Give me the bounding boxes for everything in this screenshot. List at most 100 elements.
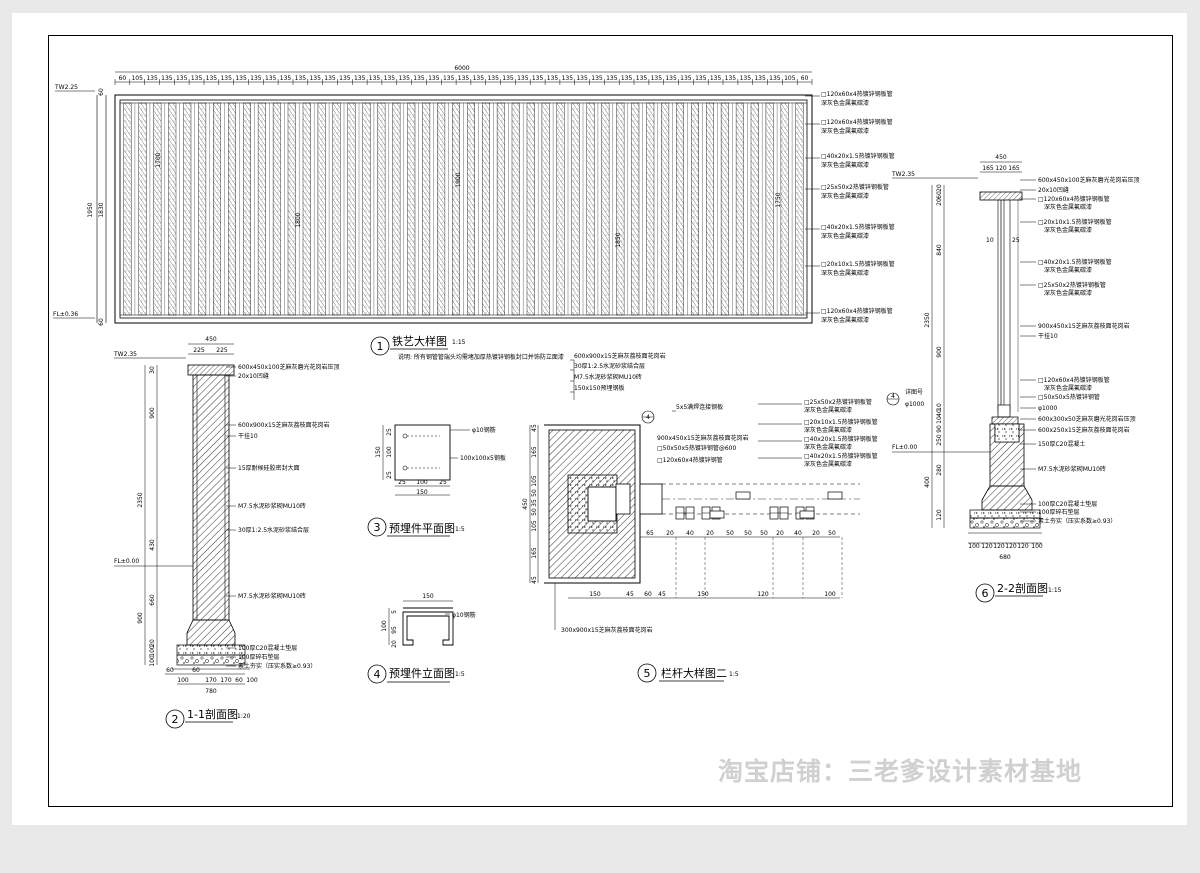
drawing-title: 2-2剖面图 (997, 581, 1048, 595)
fence-callout-finish: 深灰色金属氟碳漆 (821, 192, 869, 200)
fence-callout: □120x60x4热镀锌钢板管 (821, 90, 893, 98)
railing-callout-mid: □50x50x5热镀锌钢管@600 (657, 444, 736, 452)
fence-bar (526, 102, 535, 316)
fence-bar (765, 102, 774, 316)
section-callout: 100厚C20混凝土垫层 (1038, 500, 1097, 508)
left-dim-label: 10 (936, 403, 943, 411)
fence-bar (452, 102, 460, 316)
spacing-label: 135 (695, 75, 707, 82)
bar-height-label: 1750 (775, 192, 782, 207)
fence-bar (347, 102, 356, 316)
embed-elevation-drawing: 150 100 5 95 20 φ10钢筋 4 预埋件立面图 1:5 (367, 593, 476, 684)
fence-bar (482, 102, 490, 316)
railing-callout-right: □40x20x1.5热镀锌钢板管 (804, 452, 878, 460)
spacing-label: 60 (119, 75, 127, 82)
dim-95: 95 (391, 626, 398, 634)
drawing-scale: 1:5 (729, 671, 739, 678)
section-marker-number: 4 (646, 414, 650, 421)
bar-height-label: 1850 (615, 232, 622, 247)
top-rail-cap (979, 191, 1023, 201)
dim-2350: 2350 (137, 492, 144, 507)
fence-bar (691, 102, 699, 316)
dim-20: 20 (391, 640, 398, 648)
gap-dim-label: 20 (706, 530, 714, 537)
drawing-title: 栏杆大样图二 (661, 666, 727, 680)
spacing-label: 135 (576, 75, 588, 82)
overall-width-label: 6000 (454, 65, 469, 72)
bottom-dim-label: 120 (981, 543, 993, 550)
title-number-circle (637, 663, 657, 683)
footing (186, 619, 236, 646)
left-dim-label: 120 (936, 509, 943, 521)
spacing-label: 135 (636, 75, 648, 82)
fence-bar (467, 102, 475, 316)
dim-100b: 100 (149, 655, 156, 667)
spacing-label: 135 (547, 75, 559, 82)
level-fl: FL±0.36 (53, 311, 78, 318)
section-callout: 100厚碎石垫层 (238, 653, 279, 661)
bottom-dim-label: 100 (1031, 543, 1043, 550)
railing-callout-top: M7.5水泥砂浆砌MU10砖 (574, 373, 642, 381)
dim-900a: 900 (149, 407, 156, 419)
gap-dim-label: 20 (812, 530, 820, 537)
bottom-dim-label: 60 (192, 667, 200, 674)
level-tw: TW2.35 (113, 351, 137, 358)
title-number: 4 (374, 668, 381, 681)
fence-bar (720, 102, 729, 316)
callout-rebar: φ10钢筋 (452, 611, 476, 619)
left-dim-label: 250 (936, 434, 943, 446)
drawing-scale: 1:20 (237, 713, 251, 720)
top-dim-450: 450 (205, 336, 217, 343)
section-callout: 20x10凹缝 (238, 372, 269, 380)
base-cap (991, 416, 1019, 425)
fence-bars (119, 102, 804, 316)
railing-callout-finish: 深灰色金属氟碳漆 (804, 460, 852, 468)
footing (981, 485, 1033, 511)
fence-bar (183, 102, 192, 316)
bottom-dim-label: 60 (644, 591, 652, 598)
railing-callout-top: 600x900x15芝麻灰荔枝面花岗岩 (574, 352, 666, 360)
spacing-label: 135 (265, 75, 277, 82)
inner-dim-10: 10 (986, 237, 994, 244)
railing-callout-mid: 900x450x15芝麻灰荔枝面花岗岩 (657, 434, 749, 442)
fence-bar (123, 102, 132, 316)
dim-100: 100 (381, 620, 388, 632)
section-callout: M7.5水泥砂浆砌MU10砖 (1038, 465, 1106, 473)
fence-callout-finish: 深灰色金属氟碳漆 (821, 269, 869, 277)
section-callout: 150厚C20混凝土 (1038, 440, 1085, 448)
left-dim-label: 400 (924, 476, 931, 488)
section-1-1-callouts: 600x450x100芝麻灰磨光花岗岩压顶20x10凹缝600x900x15芝麻… (226, 363, 339, 670)
railing-callout-mid: □120x60x4热镀锌钢管 (657, 456, 723, 464)
section-1-1-drawing: 450 225 225 2350 900 430 660 900 30 20 1… (113, 336, 339, 729)
fence-bar (511, 102, 520, 316)
spacing-label: 105 (131, 75, 143, 82)
drawing-scale: 1:15 (452, 339, 466, 346)
dim-150-v: 150 (375, 446, 382, 458)
railing-callout-bottom: 300x900x15芝麻灰荔枝面花岗岩 (561, 626, 653, 634)
fence-callout: □40x20x1.5热镀锌钢板管 (821, 223, 895, 231)
spacing-label: 135 (769, 75, 781, 82)
rail-end (639, 483, 663, 515)
bar-height-label: 1700 (155, 152, 162, 167)
embed-plate (394, 424, 451, 481)
left-dim-label: 45 (531, 424, 538, 432)
spacing-label: 135 (369, 75, 381, 82)
spacing-label: 135 (250, 75, 262, 82)
title-number: 1 (377, 340, 384, 353)
fence-bar (392, 102, 401, 316)
bottom-dim-label: 45 (658, 591, 666, 598)
fence-callout-finish: 深灰色金属氟碳漆 (821, 99, 869, 107)
spacing-label: 60 (801, 75, 809, 82)
left-dim-label: 20 (936, 198, 943, 206)
section-callout: 600x300x50芝麻灰磨光花岗岩压顶 (1038, 415, 1136, 423)
section-callout: 干挂10 (1038, 332, 1058, 340)
bottom-dim-label: 100 (968, 543, 980, 550)
section-callout-finish: 深灰色金属氟碳漆 (1044, 226, 1092, 234)
fence-bar (750, 102, 759, 316)
spacing-label: 135 (324, 75, 336, 82)
fence-callout: □120x60x4热镀锌钢板管 (821, 307, 893, 315)
height-dim-1830: 1830 (98, 202, 105, 217)
fence-bar (422, 102, 431, 316)
